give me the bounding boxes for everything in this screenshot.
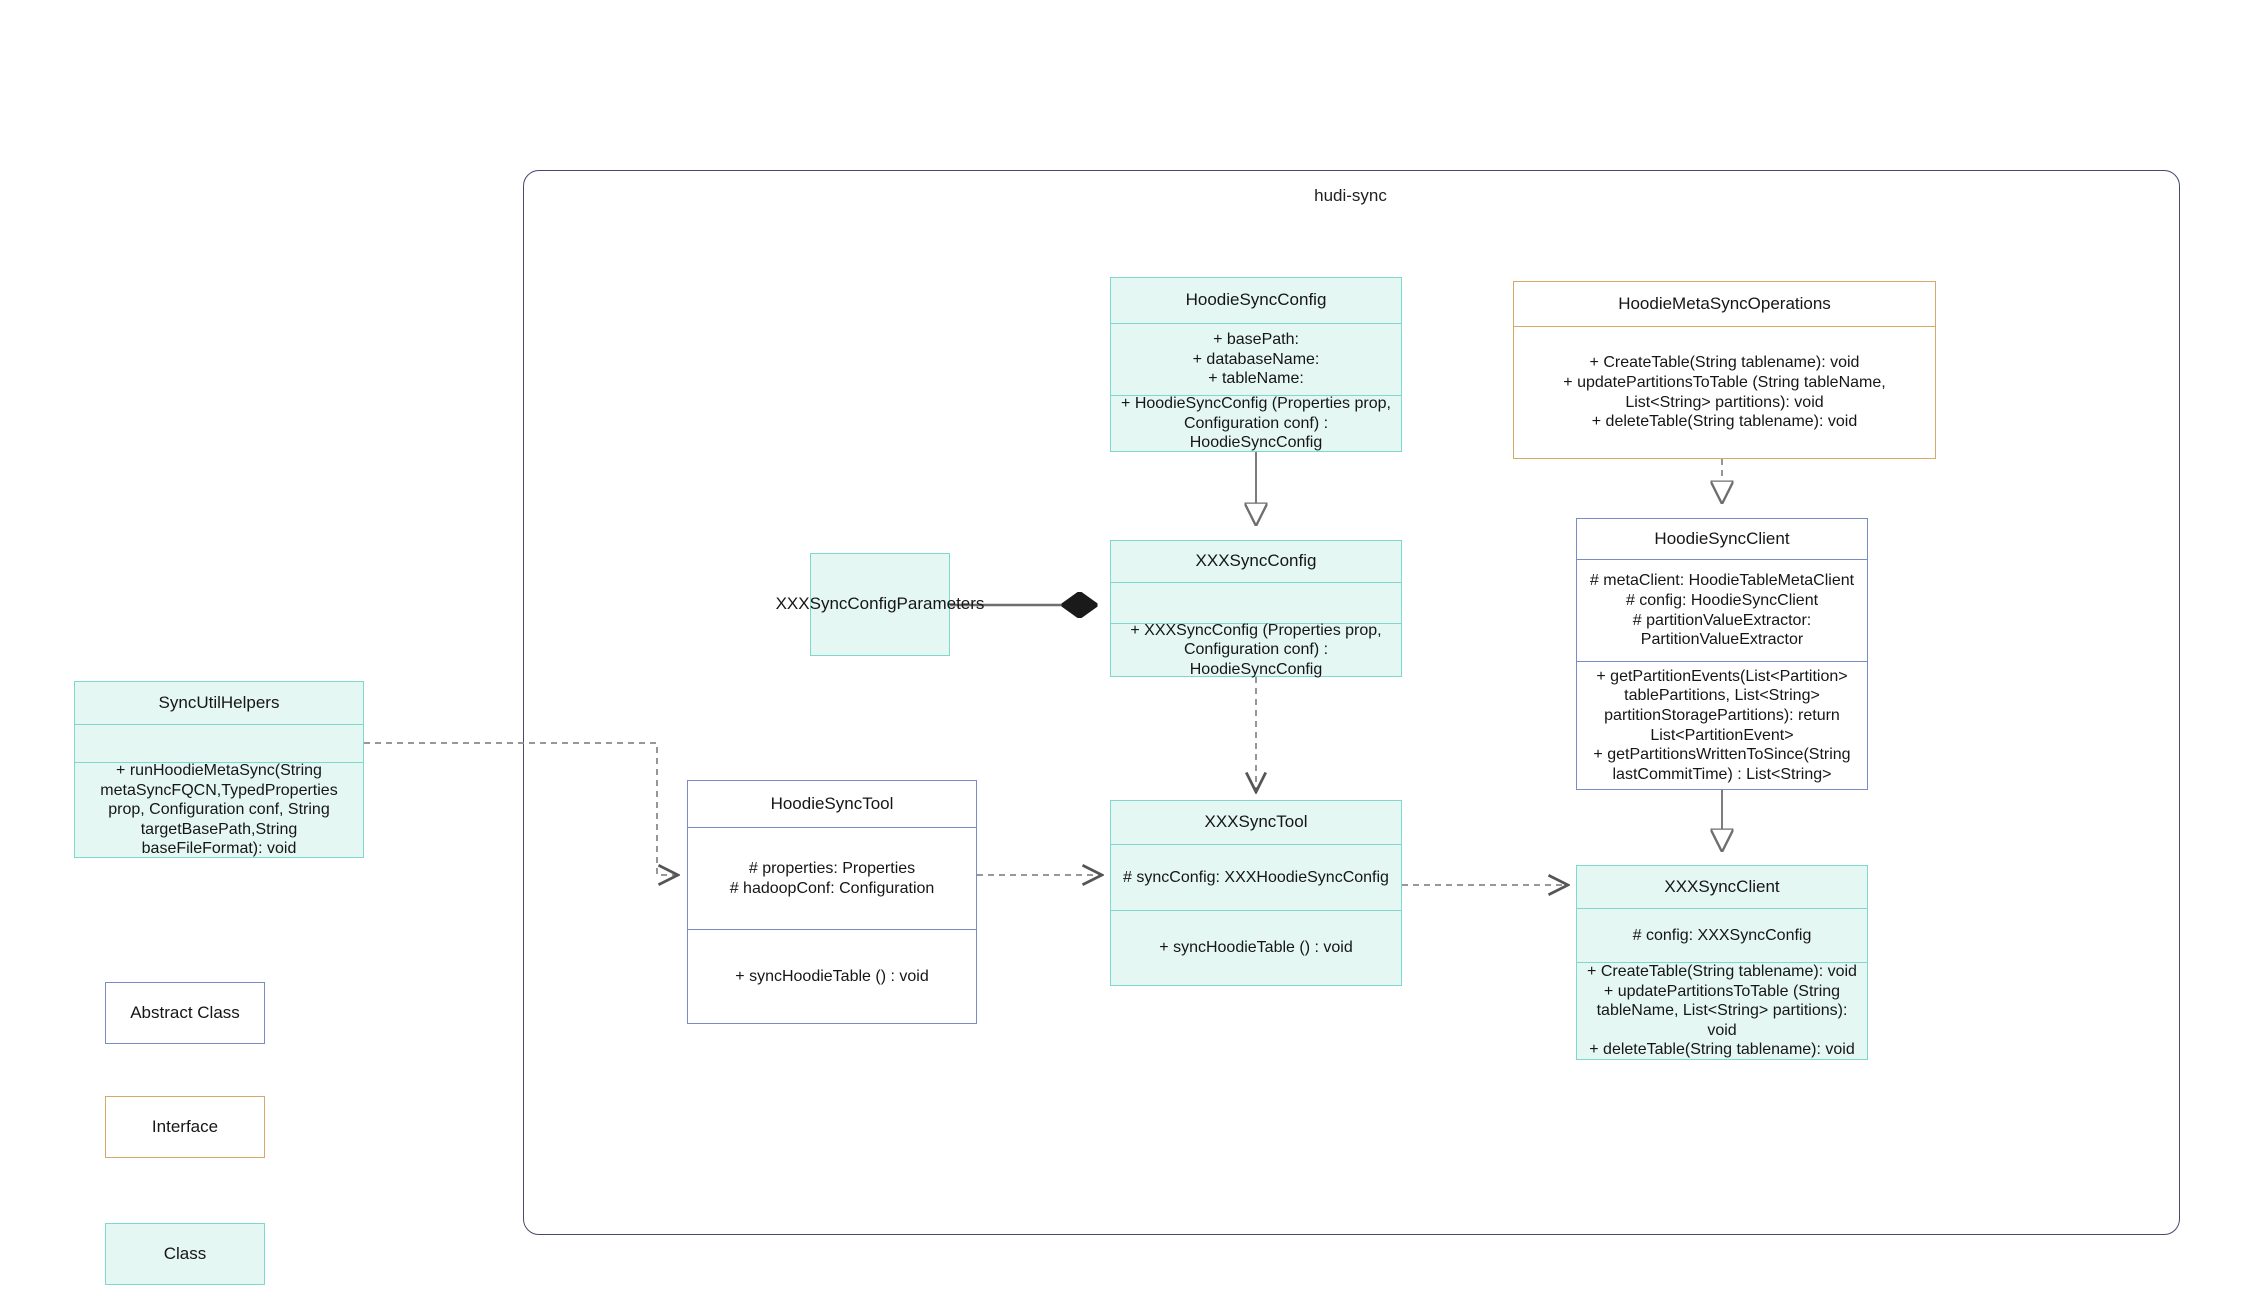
- class-section-xxx-sync-tool-1: # syncConfig: XXXHoodieSyncConfig: [1111, 844, 1401, 910]
- legend-class-label: Class: [163, 1244, 207, 1263]
- class-section-hoodie-sync-client-1: # metaClient: HoodieTableMetaClient # co…: [1577, 559, 1867, 661]
- class-box-hoodie-sync-config[interactable]: HoodieSyncConfig + basePath: + databaseNa…: [1110, 277, 1402, 452]
- class-section-hoodie-sync-tool-1: # properties: Properties # hadoopConf: C…: [688, 827, 976, 929]
- class-name-xxx-sync-client: XXXSyncClient: [1664, 876, 1780, 896]
- class-box-xxx-sync-config[interactable]: XXXSyncConfig + XXXSyncConfig (Properties…: [1110, 540, 1402, 678]
- class-section-xxx-sync-tool-2: + syncHoodieTable () : void: [1111, 910, 1401, 985]
- class-section-hoodie-meta-sync-operations-1: + CreateTable(String tablename): void + …: [1514, 326, 1935, 458]
- class-name-hoodie-meta-sync-operations: HoodieMetaSyncOperations: [1618, 293, 1831, 313]
- class-name-sync-util-helpers: SyncUtilHelpers: [158, 692, 280, 712]
- class-box-hoodie-meta-sync-operations[interactable]: HoodieMetaSyncOperations + CreateTable(St…: [1513, 281, 1936, 459]
- class-section-xxx-sync-config-2: + XXXSyncConfig (Properties prop, Config…: [1111, 622, 1401, 678]
- class-section-sync-util-helpers-1: [75, 724, 363, 762]
- class-name-xxx-sync-config: XXXSyncConfig: [1195, 551, 1317, 571]
- legend-interface: Interface: [105, 1096, 265, 1158]
- class-name-hoodie-sync-client: HoodieSyncClient: [1654, 528, 1790, 548]
- legend-abstract-label: Abstract Class: [130, 1003, 240, 1022]
- class-section-xxx-sync-client-1: # config: XXXSyncConfig: [1577, 908, 1867, 962]
- class-box-hoodie-sync-tool[interactable]: HoodieSyncTool # properties: Properties #…: [687, 780, 977, 1024]
- class-name-hoodie-sync-config: HoodieSyncConfig: [1185, 290, 1327, 310]
- legend-class: Class: [105, 1223, 265, 1285]
- class-section-xxx-sync-client-2: + CreateTable(String tablename): void + …: [1577, 962, 1867, 1059]
- class-box-xxx-sync-tool[interactable]: XXXSyncTool # syncConfig: XXXHoodieSyncCo…: [1110, 800, 1402, 986]
- class-section-hoodie-sync-config-2: + HoodieSyncConfig (Properties prop, Con…: [1111, 395, 1401, 451]
- class-box-xxx-sync-client[interactable]: XXXSyncClient # config: XXXSyncConfig+ Cr…: [1576, 865, 1868, 1060]
- class-section-hoodie-sync-tool-2: + syncHoodieTable () : void: [688, 929, 976, 1023]
- legend-interface-label: Interface: [151, 1117, 219, 1136]
- class-section-sync-util-helpers-2: + runHoodieMetaSync(String metaSyncFQCN,…: [75, 762, 363, 857]
- legend-abstract: Abstract Class: [105, 982, 265, 1044]
- package-hudi-sync: [523, 170, 2180, 1235]
- class-name-xxx-sync-tool: XXXSyncTool: [1204, 812, 1308, 832]
- package-title: hudi-sync: [1314, 186, 1387, 205]
- class-name-hoodie-sync-tool: HoodieSyncTool: [770, 793, 894, 813]
- class-section-xxx-sync-config-1: [1111, 582, 1401, 623]
- class-section-hoodie-sync-config-1: + basePath: + databaseName: + tableName:: [1111, 323, 1401, 395]
- class-name-xxx-sync-config-parameters: XXXSyncConfigParameters: [775, 594, 985, 614]
- class-box-hoodie-sync-client[interactable]: HoodieSyncClient # metaClient: HoodieTabl…: [1576, 518, 1868, 790]
- class-box-sync-util-helpers[interactable]: SyncUtilHelpers + runHoodieMetaSync(Strin…: [74, 681, 364, 858]
- class-section-hoodie-sync-client-2: + getPartitionEvents(List<Partition> tab…: [1577, 661, 1867, 789]
- class-box-xxx-sync-config-parameters[interactable]: XXXSyncConfigParameters: [775, 553, 985, 656]
